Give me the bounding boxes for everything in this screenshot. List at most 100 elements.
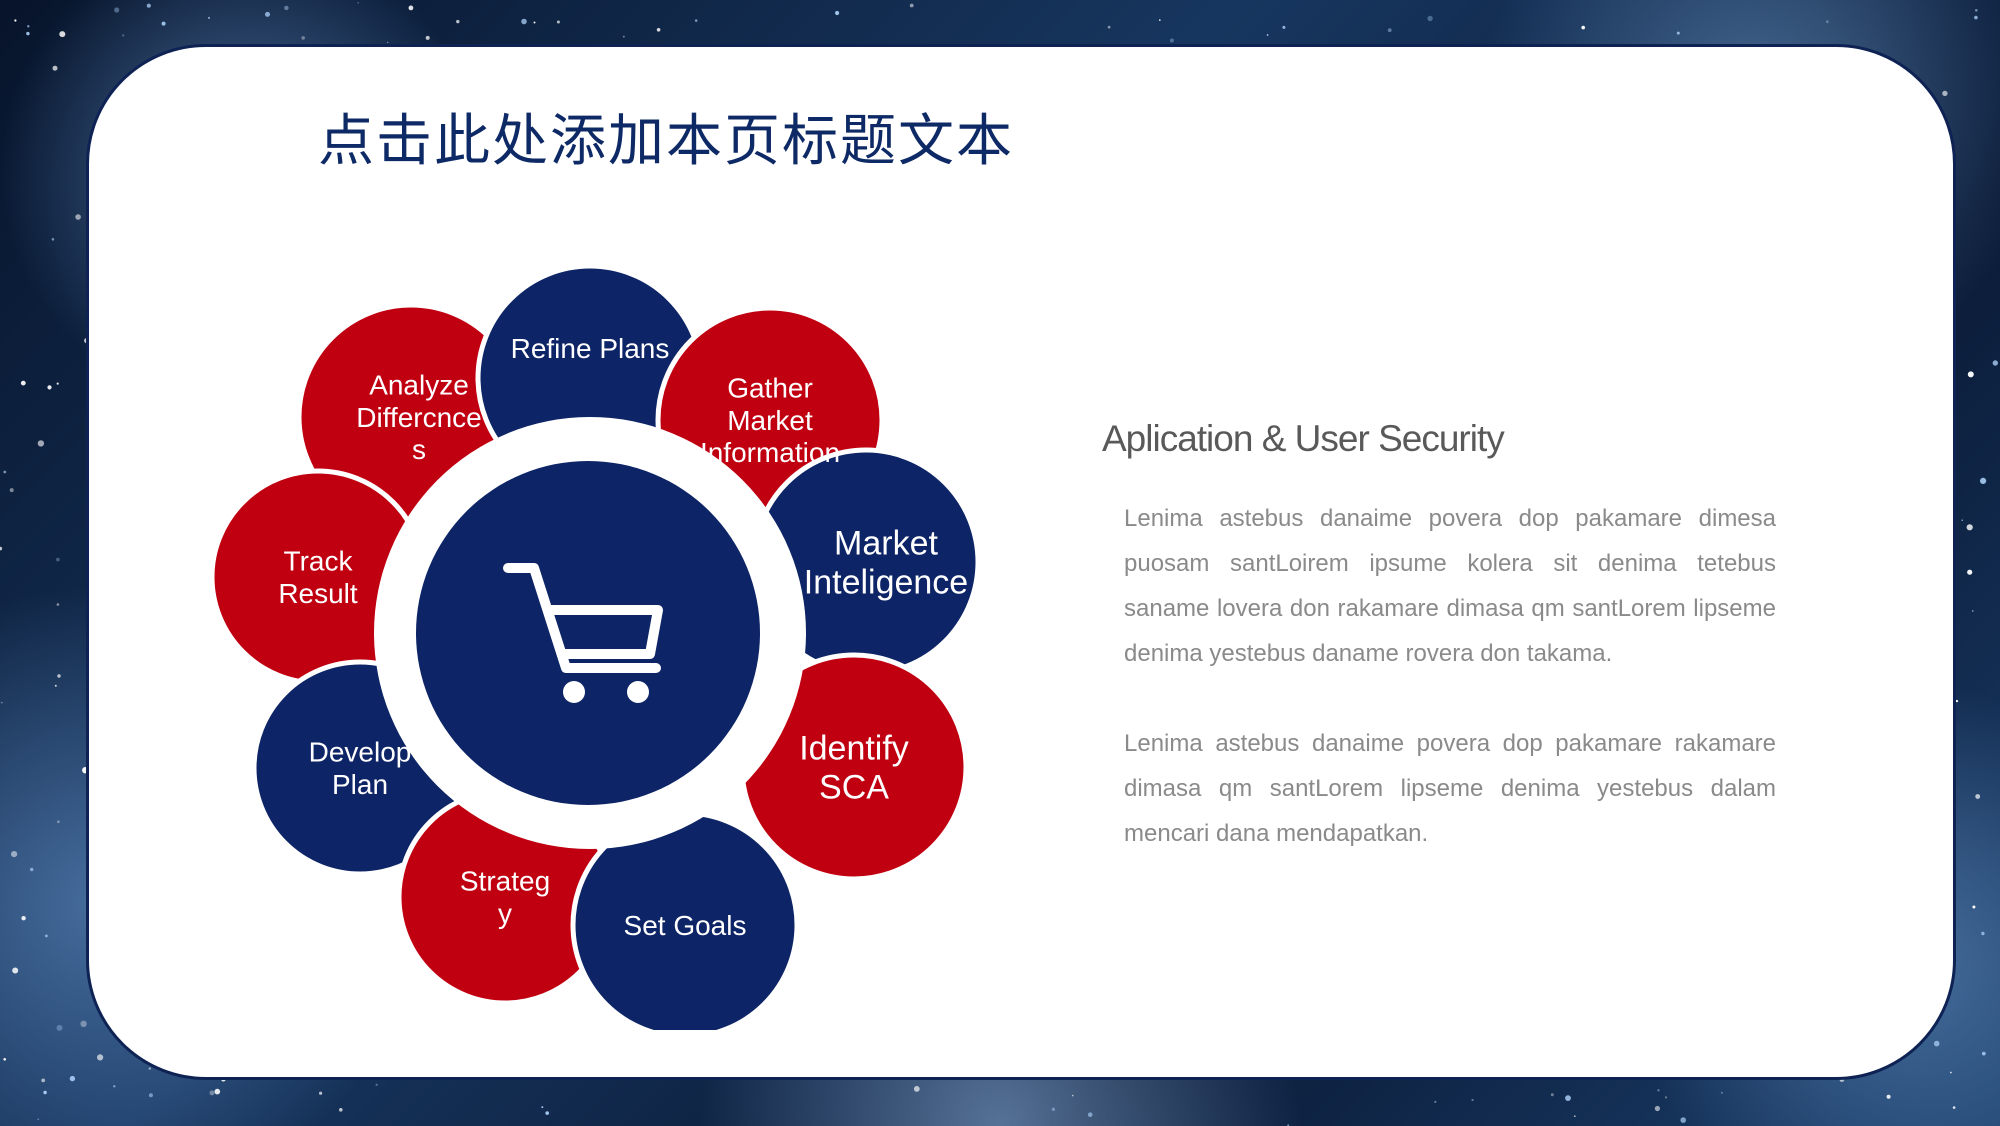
star-dot	[14, 19, 17, 22]
star-dot	[1581, 25, 1585, 30]
star-dot	[51, 238, 55, 241]
star-dot	[1972, 905, 1976, 909]
star-dot	[56, 382, 59, 385]
star-dot	[521, 18, 527, 25]
petal-label: Refine Plans	[511, 333, 670, 364]
star-dot	[37, 440, 45, 447]
star-dot	[1975, 9, 1978, 12]
petal-label: Set Goals	[624, 910, 747, 941]
star-dot	[694, 19, 698, 22]
star-dot	[54, 684, 57, 687]
star-dot	[80, 1020, 87, 1027]
star-dot	[319, 1091, 323, 1095]
star-dot	[148, 1067, 151, 1070]
star-dot	[56, 1024, 63, 1031]
star-dot	[656, 28, 661, 32]
center-disc	[416, 461, 760, 805]
star-dot	[12, 967, 19, 974]
star-dot	[1071, 1094, 1074, 1097]
star-dot	[541, 1106, 544, 1109]
star-dot	[0, 546, 3, 551]
star-dot	[1680, 1117, 1686, 1123]
star-dot	[43, 1090, 47, 1095]
star-dot	[1471, 1098, 1474, 1102]
star-dot	[114, 7, 120, 13]
star-dot	[456, 19, 460, 24]
star-dot	[339, 1108, 343, 1112]
star-dot	[11, 851, 18, 858]
star-dot	[59, 31, 66, 38]
star-dot	[1967, 371, 1974, 378]
star-dot	[30, 867, 34, 872]
star-dot	[0, 701, 3, 704]
star-dot	[1664, 1096, 1668, 1099]
star-dot	[1981, 1051, 1986, 1056]
star-dot	[3, 470, 7, 474]
star-dot	[622, 35, 625, 38]
star-dot	[1427, 15, 1433, 22]
star-dot	[1434, 1100, 1437, 1103]
star-dot	[41, 1078, 46, 1083]
star-dot	[1975, 794, 1981, 799]
star-dot	[533, 21, 536, 24]
star-dot	[425, 35, 430, 40]
star-dot	[1573, 1115, 1576, 1118]
star-dot	[27, 25, 30, 28]
star-dot	[1966, 524, 1973, 531]
star-dot	[1282, 25, 1286, 29]
star-dot	[1950, 1071, 1952, 1074]
star-dot	[45, 934, 48, 938]
star-dot	[113, 1085, 116, 1088]
star-dot	[57, 820, 60, 823]
star-dot	[214, 1088, 221, 1095]
section-heading: Aplication & User Security	[1102, 418, 1505, 459]
star-dot	[161, 21, 166, 26]
star-dot	[209, 1090, 215, 1096]
star-dot	[1051, 1107, 1056, 1112]
star-dot	[387, 41, 389, 44]
star-dot	[1087, 1112, 1093, 1117]
star-dot	[56, 557, 60, 562]
star-dot	[835, 10, 840, 16]
star-dot	[1720, 1091, 1723, 1094]
star-dot	[1107, 25, 1111, 29]
star-dot	[1654, 1105, 1660, 1112]
star-dot	[1159, 19, 1161, 21]
star-dot	[1967, 569, 1973, 575]
star-dot	[556, 20, 560, 24]
star-dot	[20, 380, 26, 386]
star-dot	[357, 2, 359, 4]
star-dot	[1942, 90, 1948, 97]
star-dot	[265, 11, 270, 17]
star-dot	[1981, 931, 1985, 936]
star-dot	[1169, 38, 1174, 43]
star-dot	[1825, 20, 1829, 24]
star-dot	[37, 1118, 39, 1121]
star-dot	[375, 1083, 378, 1087]
star-dot	[97, 1054, 104, 1061]
star-dot	[47, 385, 52, 390]
star-dot	[284, 5, 289, 11]
star-dot	[1955, 699, 1959, 703]
star-dot	[408, 5, 414, 11]
page-title[interactable]: 点击此处添加本页标题文本	[318, 109, 1014, 174]
star-dot	[1961, 519, 1963, 521]
star-dot	[21, 916, 26, 921]
star-dot	[909, 3, 914, 8]
star-dot	[1980, 477, 1987, 484]
star-dot	[9, 488, 14, 493]
star-dot	[1676, 31, 1680, 35]
star-dot	[57, 674, 61, 678]
star-dot	[56, 603, 60, 606]
star-dot	[122, 34, 125, 37]
star-dot	[26, 31, 30, 36]
star-dot	[1266, 34, 1269, 36]
body-paragraph-1: Lenima astebus danaime povera dop pakama…	[1124, 505, 1776, 667]
star-dot	[75, 214, 81, 220]
